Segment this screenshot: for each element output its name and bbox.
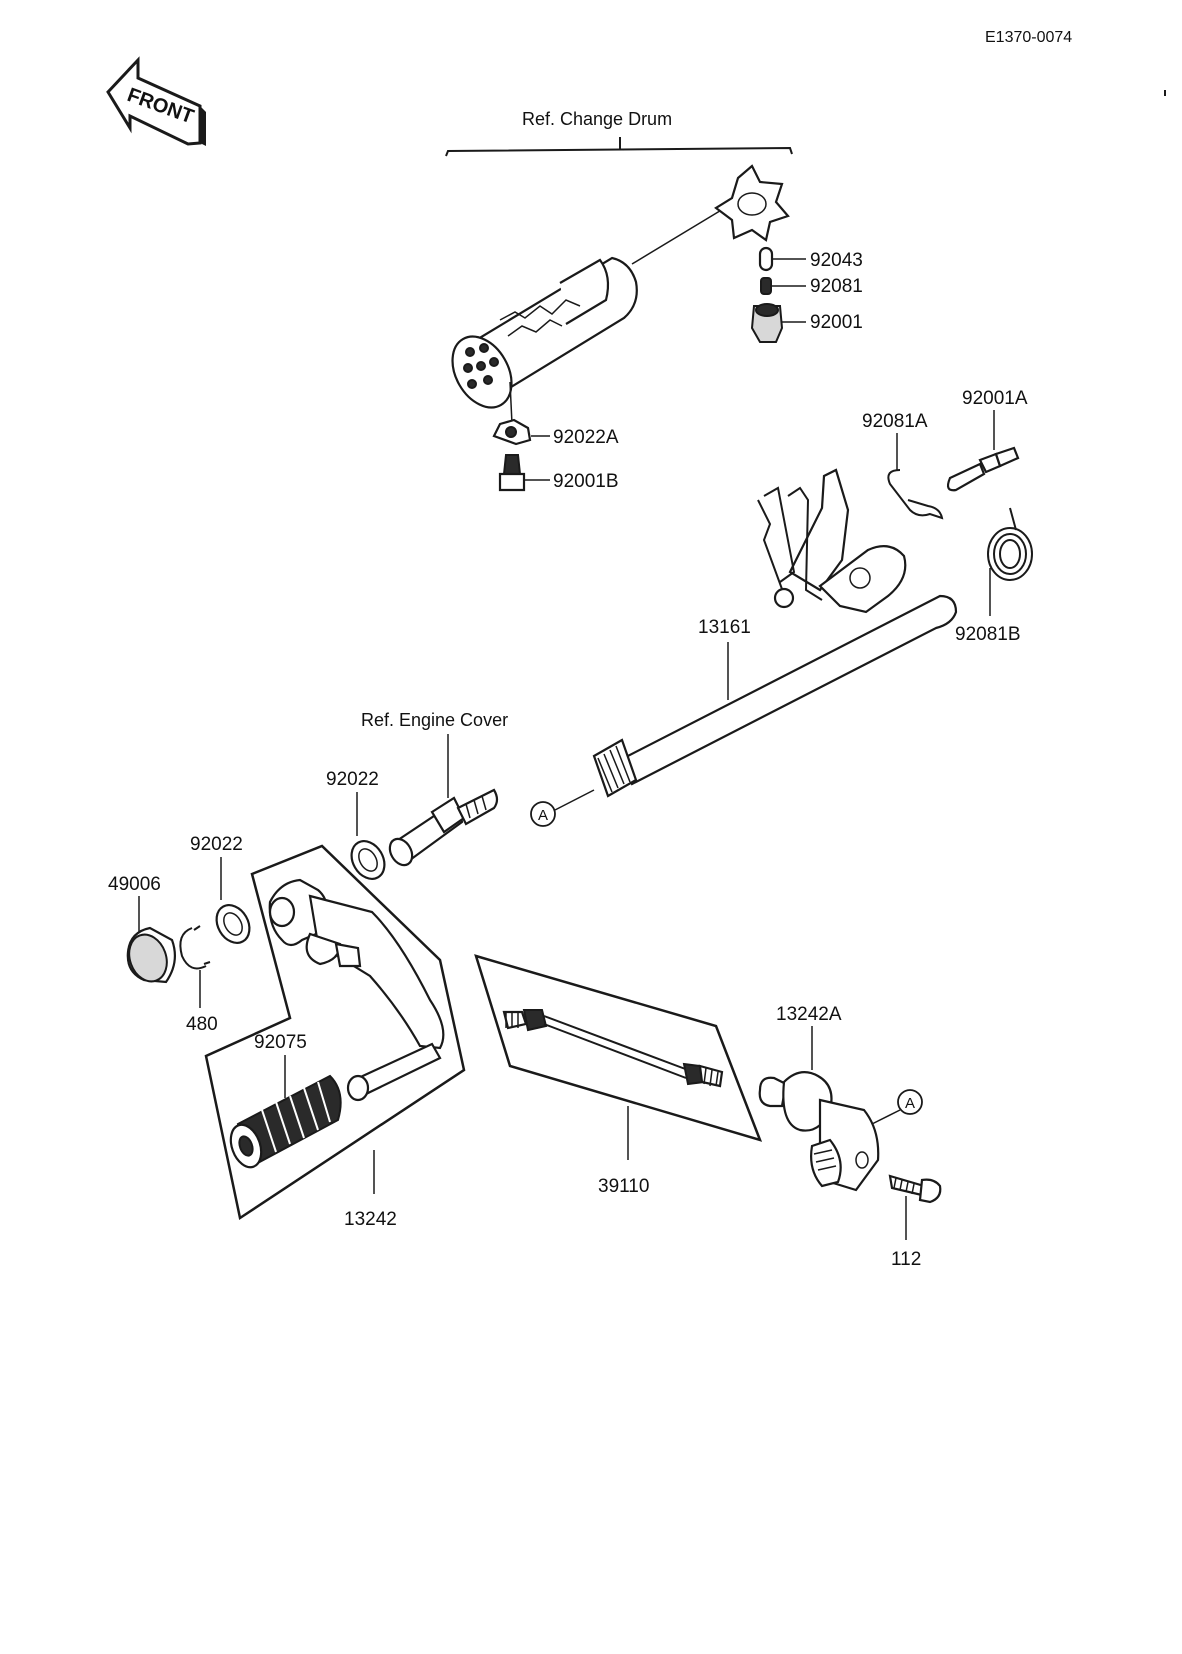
part-49006-cap bbox=[126, 926, 177, 984]
connection-marker-a-lower: A bbox=[871, 1089, 923, 1125]
part-92075-pedal-rubber bbox=[229, 1074, 342, 1169]
part-label-92075: 92075 bbox=[254, 1032, 307, 1053]
part-13242A-shift-lever bbox=[758, 1071, 880, 1192]
part-92022A-washer bbox=[492, 418, 550, 446]
part-92081-spring bbox=[760, 277, 806, 295]
ref-change-drum-label: Ref. Change Drum bbox=[522, 109, 672, 129]
change-drum bbox=[451, 164, 790, 409]
part-label-92001: 92001 bbox=[810, 312, 863, 333]
part-480-circlip bbox=[179, 925, 211, 970]
part-92001-plug bbox=[750, 303, 806, 343]
engine-cover-stud bbox=[388, 788, 499, 867]
part-label-92022-upper: 92022 bbox=[326, 769, 379, 790]
part-label-92043: 92043 bbox=[810, 250, 863, 271]
part-label-39110: 39110 bbox=[598, 1176, 649, 1197]
document-code: E1370-0074 bbox=[985, 29, 1072, 46]
part-label-92081B: 92081B bbox=[955, 624, 1021, 645]
part-label-92001B: 92001B bbox=[553, 471, 619, 492]
svg-text:A: A bbox=[905, 1095, 915, 1112]
part-92022-upper-washer bbox=[350, 840, 386, 880]
part-92001A-stud bbox=[946, 446, 1020, 492]
part-label-92022-lower: 92022 bbox=[190, 834, 243, 855]
part-label-92001A: 92001A bbox=[962, 388, 1028, 409]
part-112-bolt bbox=[888, 1174, 942, 1204]
ref-change-drum-bracket bbox=[445, 137, 793, 157]
svg-text:A: A bbox=[538, 807, 548, 824]
part-label-13242A: 13242A bbox=[776, 1004, 842, 1025]
part-13242-shift-pedal bbox=[268, 878, 445, 1102]
part-92022-lower-washer bbox=[215, 904, 251, 944]
ref-engine-cover-label: Ref. Engine Cover bbox=[361, 710, 508, 730]
part-label-13242: 13242 bbox=[344, 1209, 397, 1230]
part-label-112: 112 bbox=[891, 1249, 921, 1270]
part-13242-group-box bbox=[204, 844, 466, 1221]
part-label-92081A: 92081A bbox=[862, 411, 928, 432]
part-92081B-spring bbox=[987, 507, 1033, 581]
part-13161-shift-shaft bbox=[592, 468, 958, 798]
part-39110-tie-rod bbox=[502, 1009, 724, 1088]
part-label-49006: 49006 bbox=[108, 874, 161, 895]
part-label-13161: 13161 bbox=[698, 617, 751, 638]
part-label-480: 480 bbox=[186, 1014, 218, 1035]
part-92001B-bolt bbox=[498, 454, 550, 492]
connection-marker-a-upper: A bbox=[530, 789, 595, 827]
part-label-92022A: 92022A bbox=[553, 427, 619, 448]
part-92043-pin bbox=[758, 246, 806, 272]
part-92081A-spring bbox=[887, 469, 944, 520]
part-39110-group-box bbox=[474, 954, 763, 1142]
part-label-92081: 92081 bbox=[810, 276, 863, 297]
front-arrow-icon: FRONT bbox=[106, 56, 206, 146]
